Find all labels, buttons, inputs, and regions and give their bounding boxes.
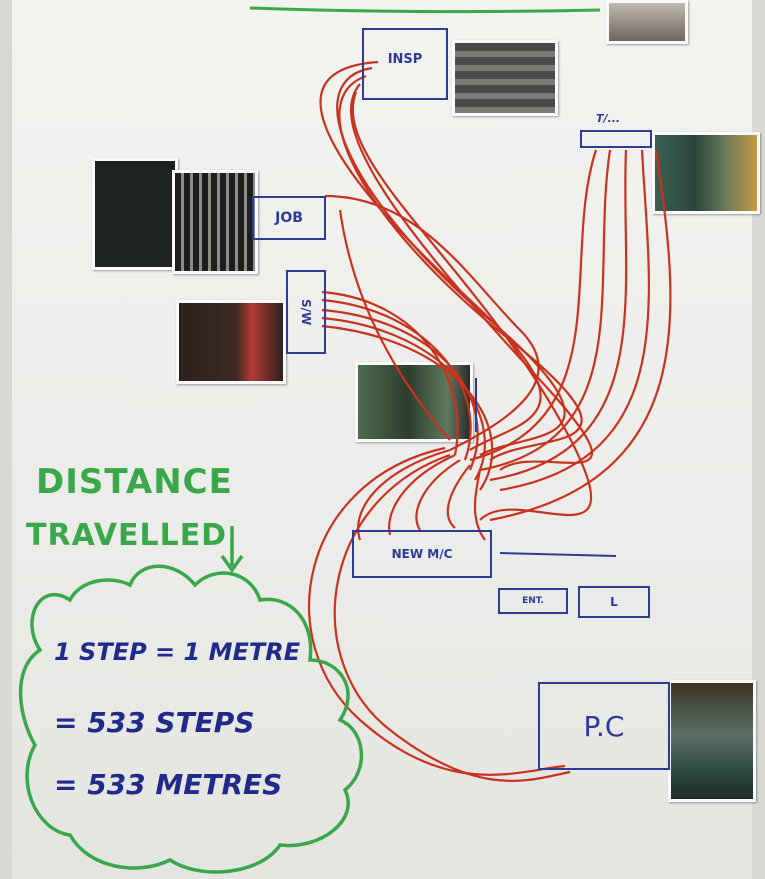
station-box-pc: P.C [538, 682, 670, 770]
note-total-steps: = 533 STEPS [54, 706, 255, 739]
path-tool-2 [479, 149, 612, 472]
cloud-outline [18, 564, 363, 874]
path-insp-3 [338, 74, 583, 461]
station-label-pc: P.C [583, 709, 625, 743]
note-step-definition: 1 STEP = 1 METRE [54, 638, 301, 666]
station-label-small-a: ENT. [522, 596, 544, 606]
path-tool-4 [499, 149, 650, 492]
down-arrow-icon [220, 526, 244, 574]
photo-tool-area [652, 132, 760, 214]
path-mc-3 [415, 459, 461, 531]
path-sw-4 [321, 316, 486, 481]
path-pc-2 [333, 453, 571, 782]
path-mc-2 [388, 453, 456, 536]
photo-inspection-rack [452, 40, 558, 116]
headline-distance: DISTANCE [36, 462, 233, 502]
station-box-job: JOB [252, 196, 326, 240]
station-label-sw: S/W [299, 298, 313, 326]
station-label-new-mc: NEW M/C [391, 547, 453, 561]
photo-top-object [606, 0, 688, 44]
station-box-new-mc: NEW M/C [352, 530, 492, 578]
station-box-small-b: L [578, 586, 650, 618]
station-label-small-b: L [610, 595, 618, 609]
photo-workstation [176, 300, 286, 384]
path-sw-5 [321, 324, 494, 491]
blue-lines [475, 378, 617, 557]
station-box-small-a: ENT. [498, 588, 568, 614]
path-pc-1 [308, 446, 566, 776]
path-tool-3 [489, 149, 628, 482]
path-job-1 [324, 194, 540, 451]
top-green-line [249, 6, 601, 14]
photo-job-board [172, 170, 258, 274]
path-mc-5 [473, 469, 486, 541]
blue-line-right [499, 552, 617, 557]
path-job-2 [338, 209, 451, 441]
path-mc-4 [446, 464, 471, 529]
path-tool-5 [489, 149, 672, 522]
station-label-tool-area: T/... [596, 112, 621, 125]
station-box-tool-area [580, 130, 652, 148]
path-insp-2 [336, 66, 566, 456]
station-label-insp: INSP [387, 52, 423, 67]
path-insp-5 [351, 91, 593, 521]
travel-paths [308, 60, 672, 782]
headline-travelled: TRAVELLED [26, 518, 228, 553]
path-tool-1 [469, 149, 598, 462]
path-sw-3 [321, 308, 479, 471]
note-total-metres: = 533 METRES [54, 768, 283, 801]
station-box-insp: INSP [362, 28, 448, 100]
station-label-job: JOB [275, 210, 303, 226]
station-box-sw: S/W [286, 270, 326, 354]
path-insp-4 [349, 83, 593, 471]
